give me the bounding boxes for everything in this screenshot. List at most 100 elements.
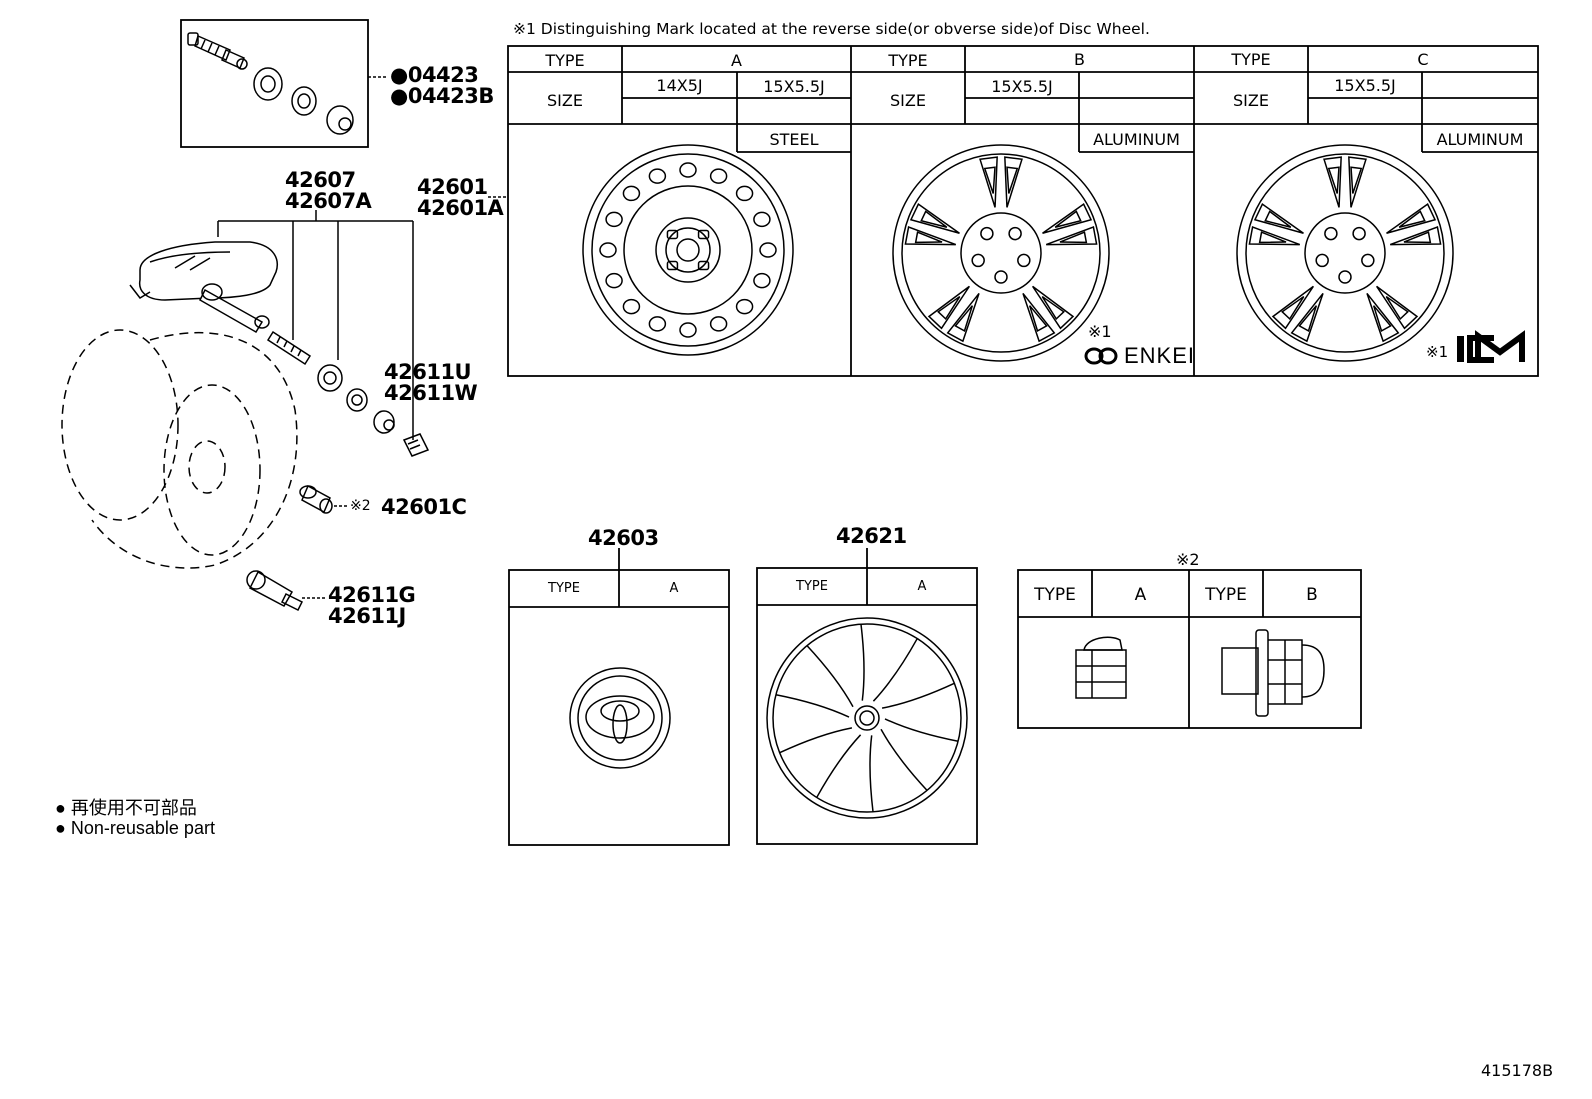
cover-spoke bbox=[872, 638, 918, 702]
cover-spoke bbox=[860, 624, 865, 701]
cover-type-label: TYPE bbox=[796, 579, 828, 594]
spoke-window bbox=[914, 231, 943, 244]
spoke-window bbox=[1350, 166, 1363, 194]
enkei-logo-icon bbox=[1084, 347, 1118, 365]
spoke-window bbox=[954, 305, 974, 332]
cover-spoke bbox=[816, 734, 862, 798]
part-number-42601a[interactable]: 42601A bbox=[417, 196, 504, 220]
spoke-window bbox=[1281, 295, 1305, 321]
cover-spoke bbox=[884, 718, 959, 742]
wheel-c-material: ALUMINUM bbox=[1436, 130, 1524, 149]
toyota-emblem-icon bbox=[569, 667, 671, 769]
spoke bbox=[1042, 202, 1093, 234]
spoke-window bbox=[1264, 210, 1292, 228]
alloy-wheel-b-icon bbox=[892, 144, 1110, 362]
lug-hole bbox=[666, 229, 679, 240]
nut-a-type-value: A bbox=[1134, 585, 1147, 605]
leader-lines bbox=[302, 196, 506, 599]
part-number-42611g[interactable]: 42611G bbox=[328, 583, 416, 607]
spoke-window bbox=[1028, 305, 1048, 332]
vent-hole bbox=[709, 316, 728, 332]
vent-hole bbox=[622, 185, 641, 202]
spoke bbox=[1022, 292, 1056, 343]
tpms-washer-icon bbox=[346, 388, 368, 412]
vent-hole bbox=[679, 162, 697, 178]
cover-spoke bbox=[880, 728, 928, 791]
vent-hole bbox=[605, 211, 623, 228]
spoke bbox=[1366, 292, 1400, 343]
part-number-42601c[interactable]: 42601C bbox=[381, 495, 467, 519]
cap-type-value: A bbox=[669, 581, 679, 596]
spoke bbox=[927, 285, 970, 330]
vent-hole bbox=[599, 242, 617, 258]
wheel-c-type-label: TYPE bbox=[1231, 50, 1271, 69]
wheel-b-size-label: SIZE bbox=[890, 91, 926, 110]
tire-phantom bbox=[61, 329, 298, 569]
part-number-42607a[interactable]: 42607A bbox=[285, 189, 372, 213]
legend-non-reusable-jp: ● 再使用不可部品 bbox=[55, 798, 197, 818]
washer-icon bbox=[291, 86, 317, 116]
vent-hole bbox=[735, 185, 754, 202]
spoke-window bbox=[1298, 305, 1318, 332]
wheel-a-size-label: SIZE bbox=[547, 91, 583, 110]
spoke-window bbox=[1041, 295, 1065, 321]
part-number-04423b[interactable]: 04423B bbox=[407, 84, 495, 108]
spoke bbox=[979, 156, 998, 208]
vent-hole bbox=[753, 211, 771, 228]
wheel-a-type-value: A bbox=[731, 51, 742, 70]
tpms-bracket-lines bbox=[217, 210, 414, 440]
wheel-c-size-1: 15X5.5J bbox=[1334, 76, 1396, 95]
figure-id: 415178B bbox=[1481, 1061, 1554, 1080]
valve-stem-icon bbox=[299, 484, 348, 514]
spoke-window bbox=[1398, 210, 1426, 228]
part-number-42603[interactable]: 42603 bbox=[588, 526, 659, 550]
lug-hole bbox=[1324, 226, 1338, 241]
wheel-b-type-value: B bbox=[1074, 50, 1085, 69]
lug-hole bbox=[1315, 253, 1329, 268]
spoke-window bbox=[1403, 231, 1432, 244]
vent-hole bbox=[709, 168, 728, 184]
spoke-window bbox=[937, 295, 961, 321]
vent-hole bbox=[735, 298, 754, 315]
lug-hole bbox=[1352, 226, 1366, 241]
lug-hole bbox=[1361, 253, 1375, 268]
vent-hole bbox=[679, 322, 697, 338]
tpms-valve-core-icon bbox=[266, 330, 312, 366]
lug-hole bbox=[666, 260, 679, 271]
non-reusable-bullet-icon: ● bbox=[390, 84, 408, 108]
nut-table-grid bbox=[1017, 569, 1362, 729]
cover-spoke bbox=[806, 645, 854, 708]
part-number-42621[interactable]: 42621 bbox=[836, 524, 907, 548]
wheel-c-mark: ※1 bbox=[1426, 343, 1449, 361]
part-number-04423[interactable]: 04423 bbox=[407, 63, 479, 87]
spoke bbox=[1348, 156, 1367, 208]
legend-non-reusable-en: ● Non-reusable part bbox=[55, 818, 215, 838]
wheel-b-size-1: 15X5.5J bbox=[991, 77, 1053, 96]
spoke-window bbox=[1006, 166, 1019, 194]
cap-type-label: TYPE bbox=[548, 581, 580, 596]
cover-spoke bbox=[881, 682, 955, 709]
wheel-a-material: STEEL bbox=[769, 130, 819, 149]
wheel-a-size-2: 15X5.5J bbox=[763, 77, 825, 96]
tpms-cap-icon bbox=[402, 433, 430, 457]
part-number-42611w[interactable]: 42611W bbox=[384, 381, 478, 405]
rubber-valve-icon bbox=[246, 570, 304, 612]
spoke-window bbox=[1054, 210, 1082, 228]
wheel-b-mark: ※1 bbox=[1088, 322, 1112, 341]
nut-b-type-value: B bbox=[1306, 585, 1318, 605]
spoke bbox=[904, 225, 957, 246]
non-reusable-bullet-icon: ● bbox=[390, 63, 408, 87]
vent-hole bbox=[648, 316, 667, 332]
part-number-42611j[interactable]: 42611J bbox=[328, 604, 406, 628]
part-number-42601[interactable]: 42601 bbox=[417, 175, 488, 199]
part-number-04423b-row: ●04423B bbox=[390, 86, 494, 107]
part-number-42611u[interactable]: 42611U bbox=[384, 360, 472, 384]
part-number-42607[interactable]: 42607 bbox=[285, 168, 356, 192]
wheel-a-size-1: 14X5J bbox=[656, 76, 703, 95]
spoke bbox=[1376, 285, 1419, 330]
cover-table-grid bbox=[756, 548, 978, 845]
vent-hole bbox=[622, 298, 641, 315]
wheel-c-size-label: SIZE bbox=[1233, 91, 1269, 110]
tpms-sensor-icon bbox=[129, 241, 278, 334]
